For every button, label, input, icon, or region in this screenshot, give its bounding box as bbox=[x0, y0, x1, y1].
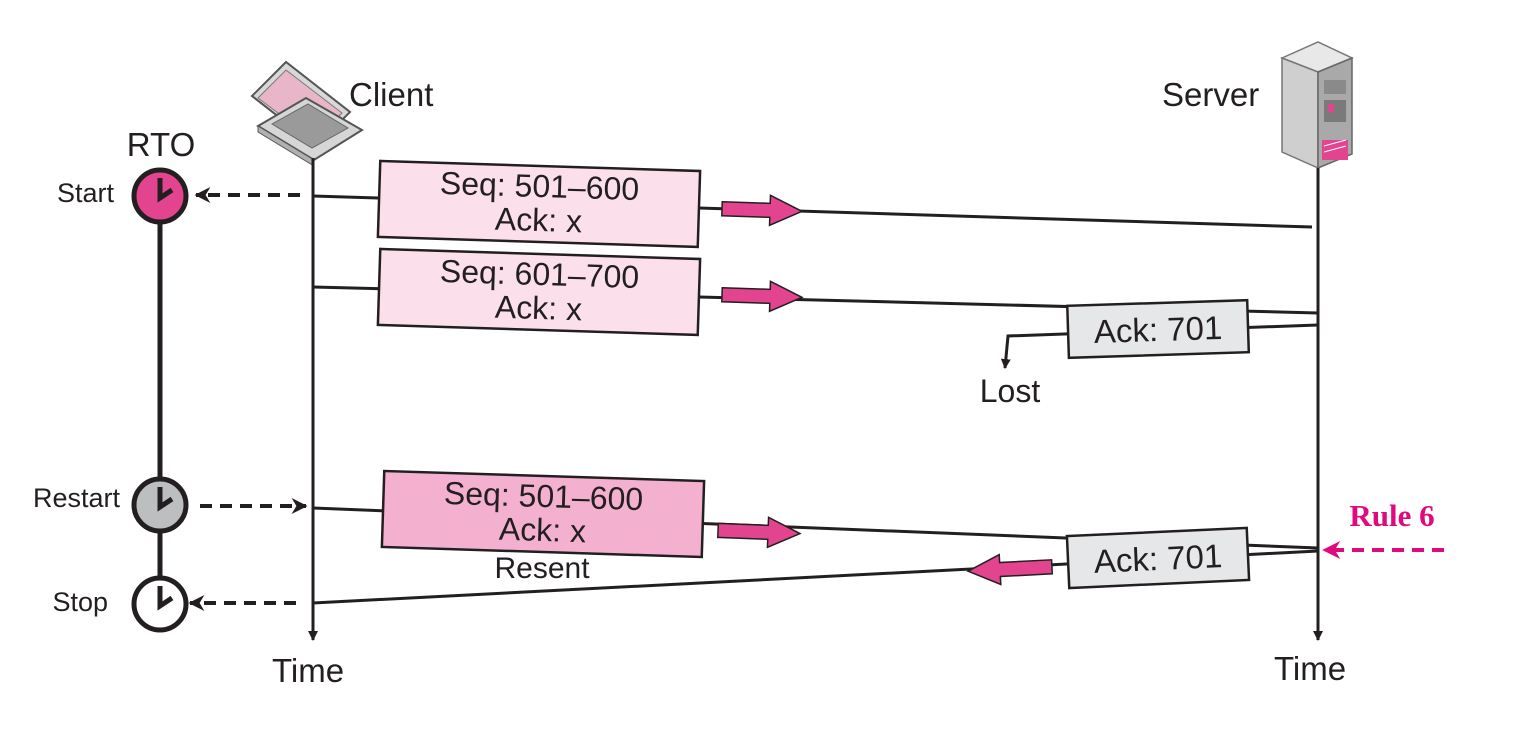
timer-stop-label: Stop bbox=[52, 587, 108, 617]
server-icon bbox=[1280, 41, 1354, 170]
rto-label: RTO bbox=[127, 126, 195, 163]
segment-1-arrow-icon bbox=[721, 194, 804, 227]
segment-2-ack: Ack: x bbox=[494, 289, 582, 328]
ack-lost-label: Lost bbox=[980, 373, 1041, 409]
segment-2-seq: Seq: 601–700 bbox=[439, 253, 639, 295]
laptop-icon bbox=[250, 60, 364, 167]
segment-1-seq: Seq: 501–600 bbox=[439, 165, 639, 207]
ack-1-box: Ack: 701 bbox=[1065, 298, 1251, 360]
segment-3-arrow-icon bbox=[716, 516, 802, 549]
client-time-label: Time bbox=[272, 652, 344, 689]
timer-restart-clock-icon bbox=[131, 476, 189, 534]
segment-2-box: Seq: 601–700 Ack: x bbox=[376, 247, 702, 337]
timer-stop-clock-icon bbox=[131, 575, 189, 633]
rule-label: Rule 6 bbox=[1349, 498, 1434, 533]
timer-start-label: Start bbox=[57, 178, 115, 208]
ack-2-label: Ack: 701 bbox=[1093, 537, 1223, 580]
ack-1-label: Ack: 701 bbox=[1093, 309, 1223, 350]
segment-3-seq: Seq: 501–600 bbox=[443, 475, 643, 517]
segment-1-ack: Ack: x bbox=[494, 201, 582, 240]
ack-2-arrow-icon bbox=[966, 553, 1054, 586]
timer-start-clock-icon bbox=[131, 167, 189, 225]
resent-label: Resent bbox=[494, 552, 590, 585]
ack-2-box: Ack: 701 bbox=[1065, 526, 1251, 590]
client-label: Client bbox=[349, 76, 433, 113]
segment-3-box: Seq: 501–600 Ack: x bbox=[380, 469, 706, 559]
segment-2-arrow-icon bbox=[721, 280, 804, 313]
server-time-label: Time bbox=[1274, 650, 1346, 687]
timer-restart-label: Restart bbox=[33, 483, 121, 513]
segment-3-ack: Ack: x bbox=[498, 511, 586, 550]
server-label: Server bbox=[1162, 76, 1259, 113]
segment-1-box: Seq: 501–600 Ack: x bbox=[376, 159, 702, 249]
